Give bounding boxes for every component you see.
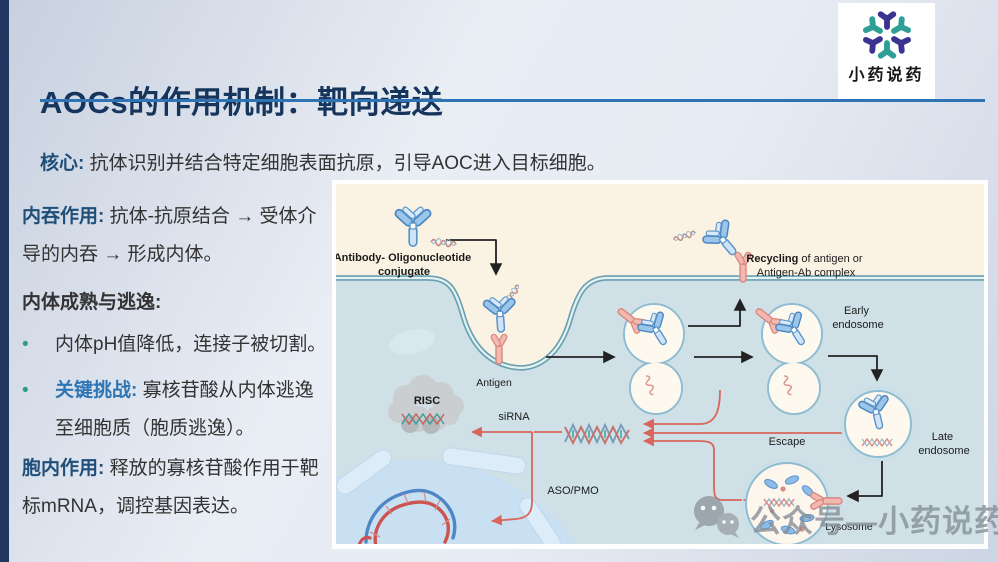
late-endosome-label: Late endosome bbox=[918, 431, 969, 457]
endocytosis-paragraph: 内吞作用: 抗体-抗原结合 → 受体介导的内吞 → 形成内体。 bbox=[22, 198, 330, 274]
endosome-1 bbox=[612, 302, 685, 415]
intracellular-paragraph: 胞内作用: 释放的寡核苷酸作用于靶标mRNA，调控基因表达。 bbox=[22, 450, 330, 526]
faint-organelle bbox=[389, 329, 435, 355]
maturation-heading: 内体成熟与逃逸: bbox=[22, 292, 162, 313]
released-oligo bbox=[564, 422, 630, 446]
wechat-icon bbox=[694, 496, 739, 538]
watermark-text: 公众号—小药说药 bbox=[750, 503, 998, 539]
escape-label: Escape bbox=[769, 436, 806, 448]
core-label: 核心: bbox=[40, 153, 85, 174]
mechanism-figure: RISC bbox=[244, 184, 984, 562]
intracellular-text: 释放的寡核苷酸作用于靶标mRNA，调控基因表达。 bbox=[22, 458, 319, 517]
flow-arrows bbox=[446, 239, 884, 503]
sirna-label: siRNA bbox=[498, 411, 530, 423]
endocytosis-label: 内吞作用: bbox=[22, 206, 105, 227]
aso-pmo-label: ASO/PMO bbox=[547, 485, 599, 497]
core-summary: 核心: 抗体识别并结合特定细胞表面抗原，引导AOC进入目标细胞。 bbox=[40, 148, 606, 175]
late-endosome bbox=[840, 386, 916, 462]
aso-arrow bbox=[491, 432, 533, 526]
bullet-ph-drop: • 内体pH值降低，连接子被切割。 bbox=[22, 326, 330, 364]
risc-label: RISC bbox=[414, 395, 440, 407]
brand-logo: 小药说药 bbox=[838, 3, 935, 99]
logo-text: 小药说药 bbox=[848, 67, 925, 84]
left-accent-bar bbox=[0, 0, 9, 562]
watermark: 公众号—小药说药 bbox=[690, 495, 998, 541]
antigen-label: Antigen bbox=[476, 377, 512, 389]
early-endosome-label: Early endosome bbox=[832, 305, 883, 331]
endocytosis-text: 抗体-抗原结合 → 受体介导的内吞 → 形成内体。 bbox=[22, 206, 317, 265]
core-text: 抗体识别并结合特定细胞表面抗原，引导AOC进入目标细胞。 bbox=[84, 153, 606, 174]
cell-membrane bbox=[336, 275, 984, 371]
recycling-label: Recycling of antigen or Antigen-Ab compl… bbox=[746, 253, 865, 279]
risc-complex: RISC bbox=[388, 375, 464, 434]
challenge-label: 关键挑战: bbox=[55, 380, 138, 401]
bullet-icon: • bbox=[22, 334, 29, 355]
bullet-icon: • bbox=[22, 380, 29, 401]
mechanism-diagram: RISC bbox=[244, 180, 988, 562]
aoc-label: Antibody- Oligonucleotide conjugate bbox=[336, 252, 474, 278]
title-underline bbox=[40, 99, 985, 102]
bullet-challenge-text: 关键挑战: 寡核苷酸从内体逃逸至细胞质（胞质逃逸）。 bbox=[55, 372, 330, 448]
bullet-key-challenge: • 关键挑战: 寡核苷酸从内体逃逸至细胞质（胞质逃逸）。 bbox=[22, 372, 330, 448]
intracellular-label: 胞内作用: bbox=[22, 458, 105, 479]
bullet-ph-text: 内体pH值降低，连接子被切割。 bbox=[55, 334, 327, 355]
early-endosome bbox=[750, 302, 823, 415]
lysosome-label: Lysosome bbox=[825, 521, 873, 533]
logo-hex-icon bbox=[862, 11, 911, 59]
challenge-text: 寡核苷酸从内体逃逸至细胞质（胞质逃逸）。 bbox=[55, 380, 314, 439]
page-title: AOCs的作用机制：靶向递送 bbox=[40, 84, 444, 120]
